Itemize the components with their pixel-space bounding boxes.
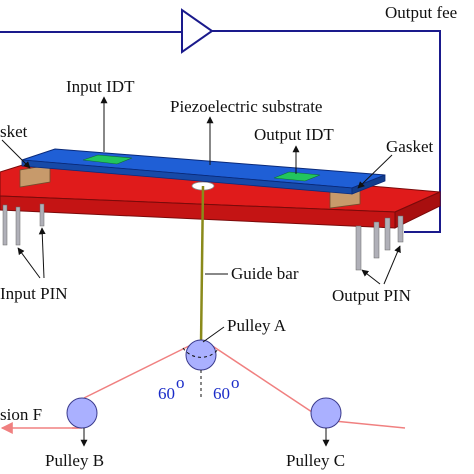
amplifier-symbol xyxy=(181,8,214,54)
pulley-c xyxy=(310,397,342,429)
input-idt-label: Input IDT xyxy=(66,77,135,96)
guide-bar-label: Guide bar xyxy=(231,264,299,283)
pulleys xyxy=(66,339,342,429)
gasket-right-arrow xyxy=(357,154,393,189)
input-pin-arrow-2 xyxy=(38,227,46,279)
piezo-substrate xyxy=(21,148,386,195)
tension-label: sion F xyxy=(0,405,42,424)
output-pin-1 xyxy=(355,225,362,271)
input-idt xyxy=(82,154,133,165)
output-pin-4 xyxy=(397,215,404,243)
board-side xyxy=(394,191,441,229)
gasket-left-arrow xyxy=(1,139,31,169)
pulley-b-label: Pulley B xyxy=(45,451,104,470)
angle-right-label: 60 xyxy=(213,384,230,403)
input-pin-label: Input PIN xyxy=(0,284,68,303)
gasket-right-label: Gasket xyxy=(386,137,433,156)
pulley-b xyxy=(66,397,98,429)
callout-arrows xyxy=(1,96,401,447)
pins xyxy=(2,203,404,271)
substrate-side xyxy=(351,174,386,195)
input-pin-1 xyxy=(2,204,8,246)
input-pin-2 xyxy=(15,206,21,246)
pulley-c-label: Pulley C xyxy=(286,451,345,470)
input-pin-3 xyxy=(39,203,45,227)
output-pin-arrow-1 xyxy=(361,269,381,285)
angle-left-label: 60 xyxy=(158,384,175,403)
feedback-wire-out xyxy=(212,30,441,205)
pulley-a-label: Pulley A xyxy=(227,316,287,335)
output-feedback-label: Output fee xyxy=(385,3,457,22)
feedback-wire-pin xyxy=(404,205,441,233)
guide-bar xyxy=(199,185,205,346)
angle-markers: 60 o 60 o xyxy=(158,347,240,403)
output-pin-label: Output PIN xyxy=(332,286,411,305)
output-idt-label: Output IDT xyxy=(254,125,334,144)
labels: Input IDT Piezoelectric substrate Output… xyxy=(0,77,433,470)
angle-right-degree: o xyxy=(231,373,240,392)
angle-arc xyxy=(182,347,220,358)
input-pin-arrow-1 xyxy=(17,247,41,279)
gasket-left-label: sket xyxy=(0,122,28,141)
cable-left xyxy=(83,342,196,399)
pulley-a-leader xyxy=(202,326,225,343)
output-pin-arrow-2 xyxy=(383,245,401,285)
feedback-loop: Output fee xyxy=(0,3,457,233)
angle-left-degree: o xyxy=(176,373,185,392)
output-idt xyxy=(273,171,321,182)
piezo-substrate-label: Piezoelectric substrate xyxy=(170,97,322,116)
output-pin-2 xyxy=(373,221,380,259)
output-pin-3 xyxy=(384,217,391,251)
